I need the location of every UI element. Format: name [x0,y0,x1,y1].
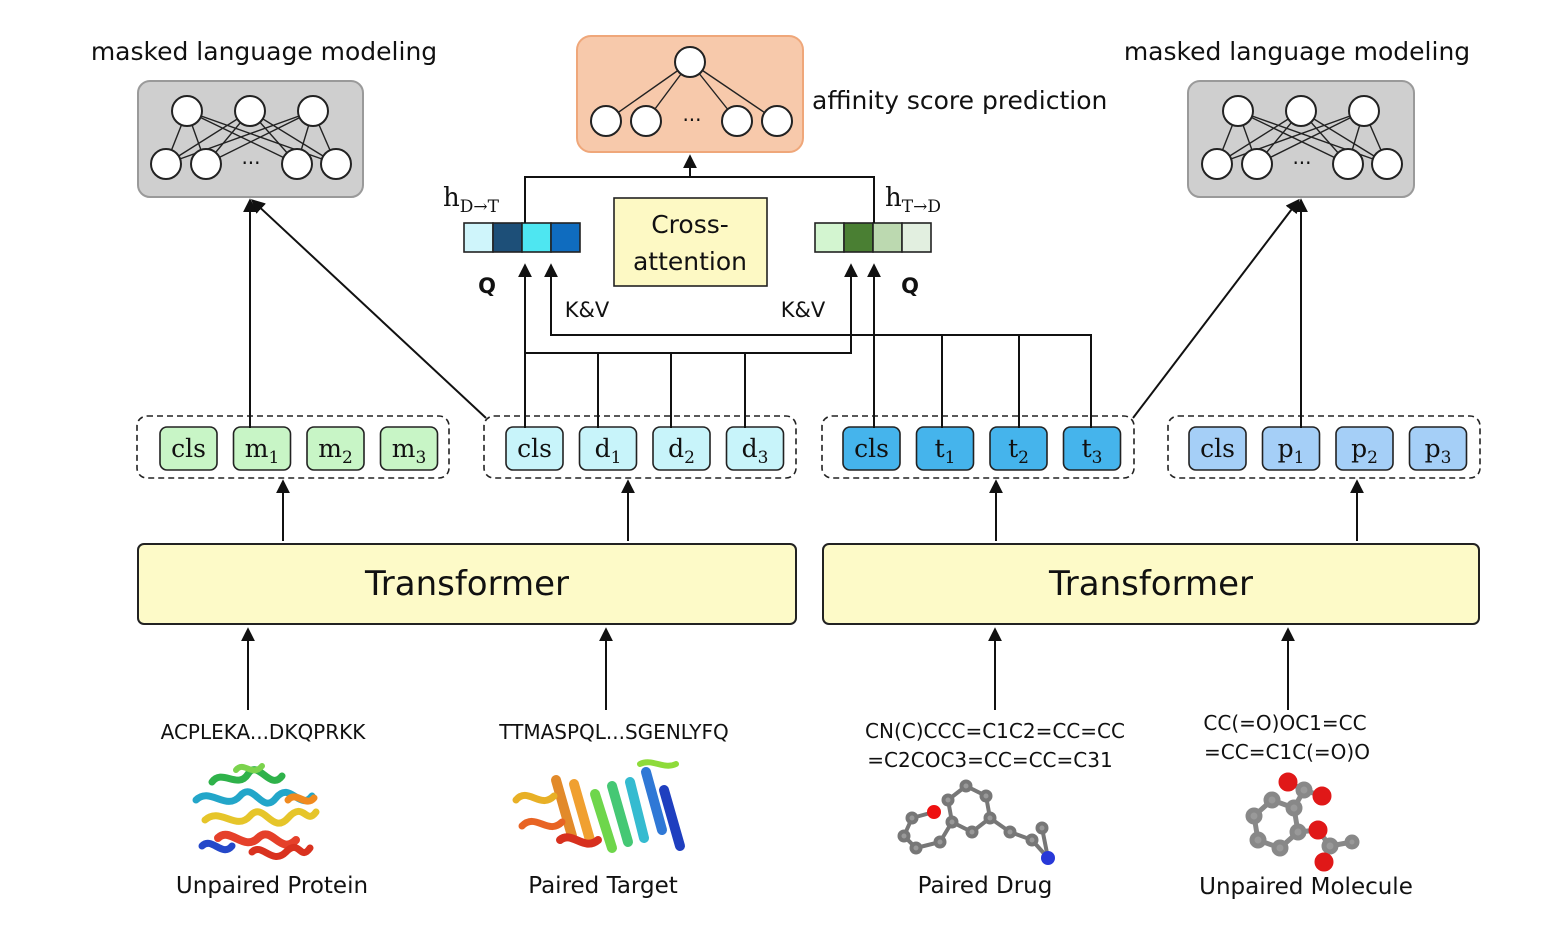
h-td-vector [814,222,932,253]
token-p-p3: p3 [1408,426,1468,471]
cross-attention-label-2: attention [633,247,747,276]
token-p-p2: p2 [1335,426,1394,471]
token-label: d1 [595,434,622,468]
token-label: m3 [392,434,427,468]
token-group-d-frame [483,415,797,479]
paired-target-caption: Paired Target [528,873,678,899]
token-label: d3 [742,434,769,468]
token-group-p-frame [1167,415,1481,479]
token-group-m-frame [136,415,450,479]
token-label: m1 [245,434,280,468]
token-m-m1: m1 [232,426,292,471]
token-m-m3: m3 [379,426,439,471]
token-label: d2 [668,434,695,468]
molecule-smiles-1: CC(=O)OC1=CC [1203,711,1366,735]
affinity-head: ··· [576,35,804,153]
token-m-m2: m2 [306,426,365,471]
transformer-right-label: Transformer [1048,564,1253,604]
token-d-d1: d1 [578,426,638,471]
vectors-join-line [524,176,875,223]
token-label: p1 [1278,434,1305,468]
token-boxes: cls m1 m2 m3 cls d1 d2 d3 cls t1 t2 t3 cls p1 p2 p3 [159,426,1468,471]
transformer-left-label: Transformer [364,564,569,604]
drug-smiles-2: =C2COC3=CC=CC=C31 [867,748,1112,772]
kv-right-label: K&V [781,298,826,322]
mlm-left-ellipsis: ··· [241,151,260,175]
drug-molecule-image [897,779,1055,865]
cross-attention-box: Cross- attention [613,197,768,287]
token-t-t3: t3 [1062,426,1122,471]
protein-structure-image [192,763,320,860]
cross-attention-label-1: Cross- [651,210,729,239]
paired-drug-caption: Paired Drug [918,873,1053,899]
target-sequence: TTMASPQL...SGENLYFQ [498,720,728,744]
token-label: t3 [1082,434,1103,468]
token-label: p3 [1425,434,1452,468]
token-label: t1 [935,434,956,468]
kv-bus-t [544,263,1092,428]
q-left-label: Q [478,274,496,298]
token-t-t2: t2 [989,426,1048,471]
kv-bus-d [518,263,858,428]
token-d-d3: d3 [725,426,785,471]
token-t-t1: t1 [915,426,975,471]
token-label: p2 [1351,434,1378,468]
token-p-cls: cls [1188,426,1247,471]
molecule-smiles-2: =CC=C1C(=O)O [1204,740,1370,764]
mlm-right-ellipsis: ··· [1292,151,1311,175]
q-right-label: Q [901,274,919,298]
kv-left-label: K&V [565,298,610,322]
affinity-ellipsis: ··· [682,108,701,132]
d-to-mlm-arrow [250,199,487,419]
protein-sequence: ACPLEKA...DKQPRKK [161,720,367,744]
t-to-mlm-arrow [1132,198,1300,419]
affinity-label: affinity score prediction [812,86,1107,115]
h-td-label: hT→D [885,183,941,217]
transformer-left: Transformer [137,543,797,625]
mlm-left-label: masked language modeling [91,37,437,66]
token-d-cls: cls [505,426,564,471]
unpaired-molecule-caption: Unpaired Molecule [1199,874,1413,900]
molecule-image [1245,772,1360,872]
token-label: cls [1200,434,1235,463]
token-d-d2: d2 [652,426,711,471]
token-m-cls: cls [159,426,218,471]
h-dt-label: hD→T [443,183,500,217]
drug-smiles-1: CN(C)CCC=C1C2=CC=CC [865,719,1125,743]
mlm-right-label: masked language modeling [1124,37,1470,66]
token-t-cls: cls [842,426,901,471]
token-p-p1: p1 [1261,426,1321,471]
target-structure-image [512,759,685,853]
h-dt-vector [463,222,581,253]
unpaired-protein-caption: Unpaired Protein [176,873,368,899]
token-label: cls [517,434,552,463]
mlm-head-right: ··· [1187,80,1415,198]
token-group-t-frame [821,415,1135,479]
token-label: cls [854,434,889,463]
token-label: t2 [1008,434,1029,468]
token-label: m2 [318,434,353,468]
token-label: cls [171,434,206,463]
transformer-right: Transformer [822,543,1480,625]
mlm-head-left: ··· [137,80,364,198]
